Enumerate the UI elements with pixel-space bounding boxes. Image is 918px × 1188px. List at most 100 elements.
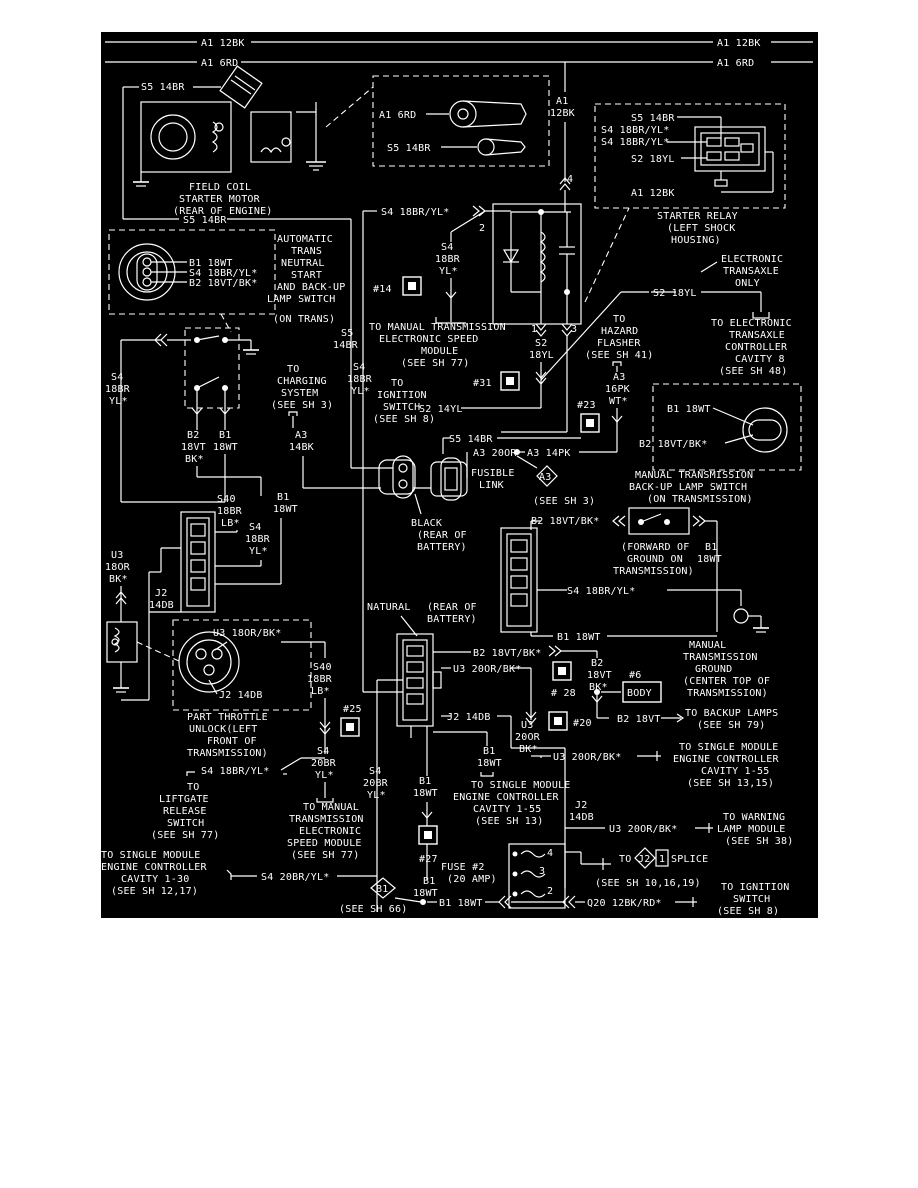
label-s4-relay: S4 18BR/YL* xyxy=(381,207,449,218)
label-j2-14db-n: J2 14DB xyxy=(447,712,491,723)
label-s40-2: 18BR xyxy=(217,506,243,517)
label-to-haz-3: FLASHER xyxy=(597,338,641,349)
label-to-chg-3: SYSTEM xyxy=(281,388,318,399)
starter-motor: S5 14BR FIELD COIL STARTER MOTOR (REAR O… xyxy=(122,65,374,404)
label-man-gnd-3: GROUND xyxy=(695,664,732,675)
label-to-backup-1: TO BACKUP LAMPS xyxy=(685,708,778,719)
label-auto-7: (ON TRANS) xyxy=(273,314,335,325)
label-b1-v-1: B1 xyxy=(219,430,231,441)
label-relay-name-3: HOUSING) xyxy=(671,235,721,246)
fusible-link-connector xyxy=(413,437,468,501)
label-black-3: BATTERY) xyxy=(417,542,467,553)
auto-trans-neutral-switch: B1 18WT S4 18BR/YL* B2 18VT/BK* xyxy=(108,229,276,315)
label-pt-1: PART THROTTLE xyxy=(187,712,268,723)
label-b1-18wt-f: B1 18WT xyxy=(439,898,483,909)
label-u3-1: U3 xyxy=(111,550,123,561)
label-relay-name-1: STARTER RELAY xyxy=(657,211,738,222)
label-to-sm-2: ENGINE CONTROLLER xyxy=(673,754,780,765)
label-u3-v-3: BK* xyxy=(519,744,538,755)
label-to-ign2-2: SWITCH xyxy=(733,894,770,905)
label-connector-14: #14 xyxy=(373,284,392,295)
label-to-manual-4: (SEE SH 77) xyxy=(401,358,469,369)
label-to-mt-4: SPEED MODULE xyxy=(287,838,362,849)
label-b1n-2: 18WT xyxy=(477,758,502,769)
label-s4-18br-low: S4 18BR/YL* xyxy=(201,766,269,777)
label-man-gnd-2: TRANSMISSION xyxy=(683,652,758,663)
label-pt-2: UNLOCK(LEFT xyxy=(189,724,257,735)
label-fuse-pin-3: 3 xyxy=(539,866,545,877)
natural-connector xyxy=(396,633,442,727)
label-to-sm-3: CAVITY 1-55 xyxy=(701,766,769,777)
part-throttle-solenoid: U3 18OR/BK* J2 14DB xyxy=(106,612,312,711)
label-b2-nat: B2 18VT/BK* xyxy=(473,648,541,659)
label-12bk-vert: 12BK xyxy=(550,108,575,119)
label-fuse-1: FUSE #2 xyxy=(441,862,485,873)
label-s5-v-1: S5 xyxy=(341,328,353,339)
label-b2-r-3: BK* xyxy=(589,682,608,693)
label-a3-16pk-3: WT* xyxy=(609,396,628,407)
label-to-elec-5: (SEE SH 48) xyxy=(719,366,787,377)
label-relay-s4a: S4 18BR/YL* xyxy=(601,125,669,136)
label-s5-14br-top: S5 14BR xyxy=(141,82,185,93)
label-auto-6: LAMP SWITCH xyxy=(267,294,335,305)
label-b2-18vt-conn: B2 18VT/BK* xyxy=(531,516,599,527)
label-auto-2: TRANS xyxy=(291,246,322,257)
label-pin-1: 1 xyxy=(531,324,537,335)
label-s40-1: S40 xyxy=(217,494,236,505)
label-to-haz-2: HAZARD xyxy=(601,326,638,337)
label-a3-16pk-1: A3 xyxy=(613,372,625,383)
label-connector-6: #6 xyxy=(629,670,641,681)
label-to-elec-4: CAVITY 8 xyxy=(735,354,785,365)
label-s4c-2: 20BR xyxy=(311,758,337,769)
label-u3-3: BK* xyxy=(109,574,128,585)
label-s2-18yl-top: S2 18YL xyxy=(653,288,697,299)
label-fuse-2: (20 AMP) xyxy=(447,874,497,885)
label-b2-18vt-a: B2 18VT/BK* xyxy=(189,278,257,289)
label-u3-v-2: 20OR xyxy=(515,732,541,743)
label-pin-3: 3 xyxy=(571,324,577,335)
label-fuse-pin-2: 2 xyxy=(547,886,553,897)
label-s4b-1: S4 xyxy=(249,522,261,533)
label-connector-23: #23 xyxy=(577,400,596,411)
label-rear-of-engine: (REAR OF ENGINE) xyxy=(173,206,273,217)
label-connector-20: #20 xyxy=(573,718,592,729)
label-elec-trans-3: ONLY xyxy=(735,278,760,289)
label-s4-20br: S4 20BR/YL* xyxy=(261,872,329,883)
fuse-block: 4 3 2 xyxy=(508,843,566,909)
label-pin-4: 4 xyxy=(567,174,573,185)
label-u3-18or-bk: U3 18OR/BK* xyxy=(213,628,281,639)
label-splice-num: 1 xyxy=(659,854,665,865)
starter-relay: 1 3 xyxy=(492,190,582,337)
label-to-sm3-3: CAVITY 1-30 xyxy=(121,874,189,885)
label-to-sm2-2: ENGINE CONTROLLER xyxy=(453,792,560,803)
label-b1r-2: 18WT xyxy=(273,504,298,515)
label-b1m-1: B1 xyxy=(419,776,431,787)
label-s4d-1: S4 xyxy=(369,766,381,777)
label-s4-mid-2: 18BR xyxy=(347,374,373,385)
label-s4c-3: YL* xyxy=(315,770,334,781)
label-to-chg-1: TO xyxy=(287,364,299,375)
label-s4-mid-1: S4 xyxy=(353,362,365,373)
label-to-haz-1: TO xyxy=(613,314,625,325)
label-to-elec-1: TO ELECTRONIC xyxy=(711,318,792,329)
label-man-gnd-1: MANUAL xyxy=(689,640,726,651)
label-s5-14br-h: S5 14BR xyxy=(449,434,493,445)
label-fwd-2: GROUND ON xyxy=(627,554,683,565)
label-a3-20or: A3 20OR xyxy=(473,448,517,459)
label-black-1: BLACK xyxy=(411,518,442,529)
label-u3-20or-b: U3 20OR/BK* xyxy=(609,824,677,835)
label-s4-wire-3: YL* xyxy=(439,266,458,277)
label-to-sm2-1: TO SINGLE MODULE xyxy=(471,780,571,791)
label-b1s-1: B1 xyxy=(423,876,435,887)
label-a3-14bk-1: A3 xyxy=(295,430,307,441)
connector-27: #27 xyxy=(418,825,438,865)
label-s4-left-2: 18BR xyxy=(105,384,131,395)
label-b2-18vt-low: B2 18VT xyxy=(617,714,661,725)
label-to-mt-2: TRANSMISSION xyxy=(289,814,364,825)
label-fuse-pin-4: 4 xyxy=(547,848,553,859)
connector-28: # 28 xyxy=(551,661,576,699)
label-b1n-1: B1 xyxy=(483,746,495,757)
label-j2-14db: J2 14DB xyxy=(219,690,263,701)
label-man-bu-3: (ON TRANSMISSION) xyxy=(647,494,753,505)
label-relay-s2: S2 18YL xyxy=(631,154,675,165)
